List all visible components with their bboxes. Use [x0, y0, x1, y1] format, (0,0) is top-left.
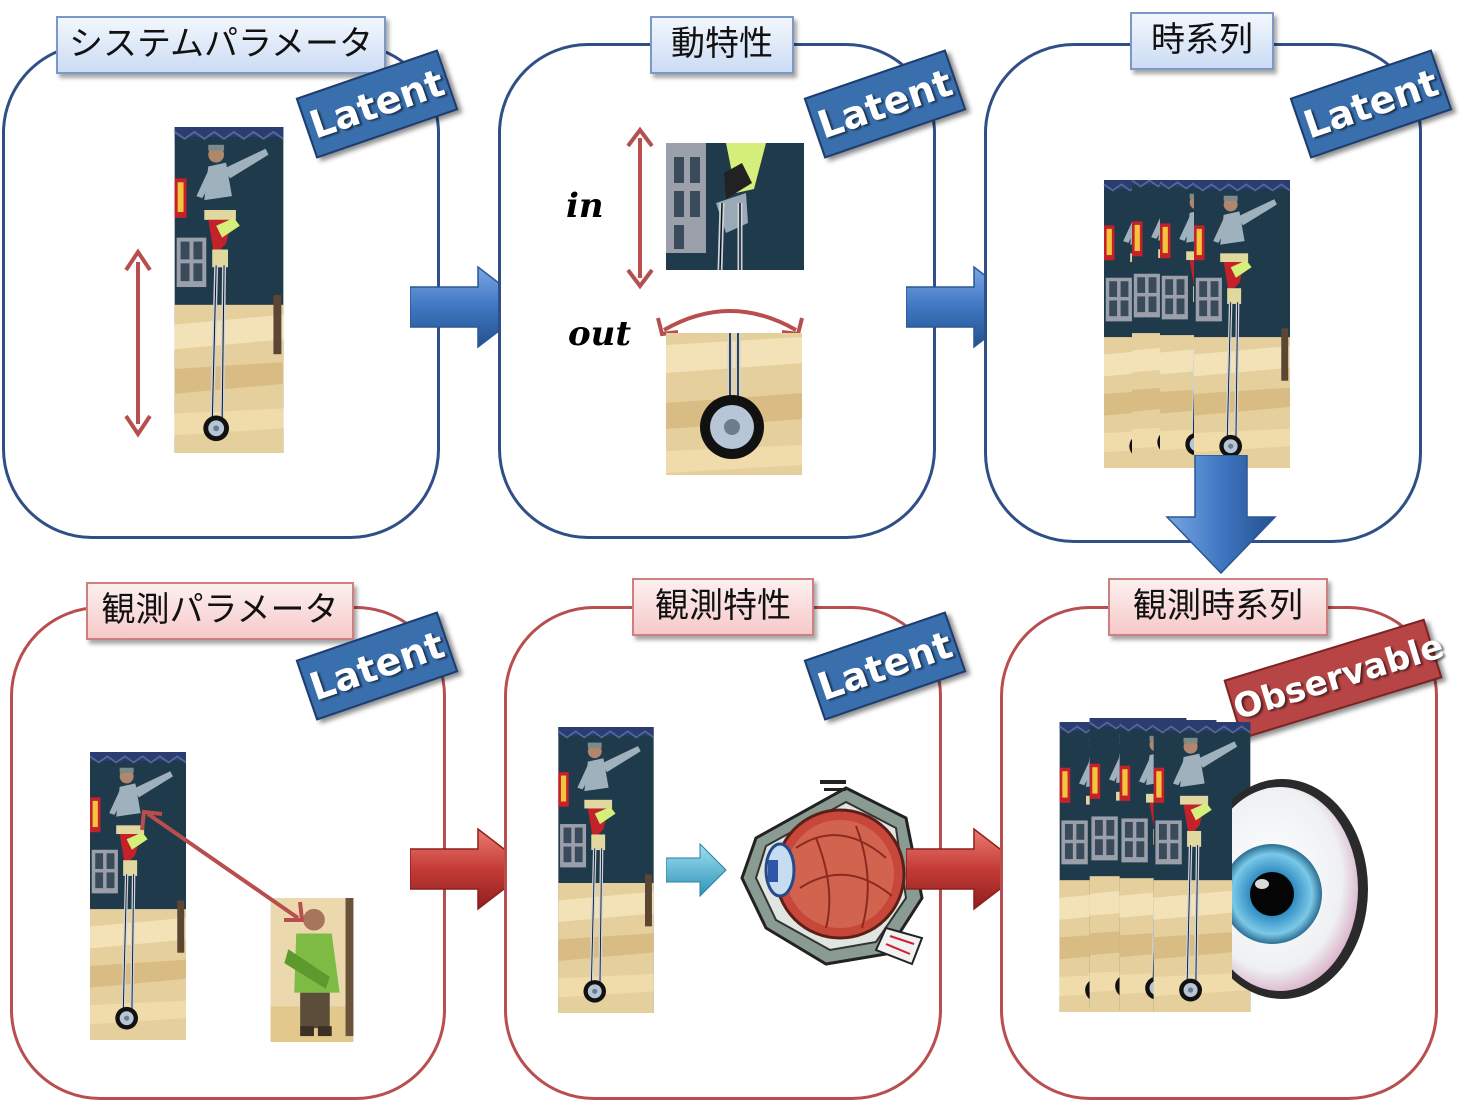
- observed-time-series-frames: [1058, 718, 1253, 1012]
- input-closeup-image: [666, 143, 804, 270]
- title-time-series: 時系列: [1130, 12, 1274, 70]
- eyeball-anatomy-icon: [740, 780, 924, 966]
- title-system-parameters: システムパラメータ: [56, 16, 386, 74]
- flow-arrow-down: [1165, 455, 1277, 575]
- vertical-double-arrow: [124, 248, 152, 438]
- unicyclist-image: [558, 727, 654, 1013]
- unicyclist-image: [174, 127, 284, 453]
- diagonal-double-arrow: [140, 809, 305, 922]
- vertical-double-arrow: [626, 126, 654, 290]
- in-label: in: [566, 186, 604, 226]
- title-dynamics: 動特性: [650, 16, 794, 74]
- out-label: out: [568, 314, 632, 354]
- small-cyan-arrow: [666, 842, 727, 898]
- output-closeup-image: [666, 333, 802, 475]
- title-observation-parameters: 観測パラメータ: [86, 582, 354, 640]
- title-observed-time-series: 観測時系列: [1108, 578, 1328, 636]
- eye-icon: [1232, 779, 1368, 999]
- title-observation-characteristics: 観測特性: [632, 578, 814, 636]
- time-series-frames: [1102, 180, 1292, 468]
